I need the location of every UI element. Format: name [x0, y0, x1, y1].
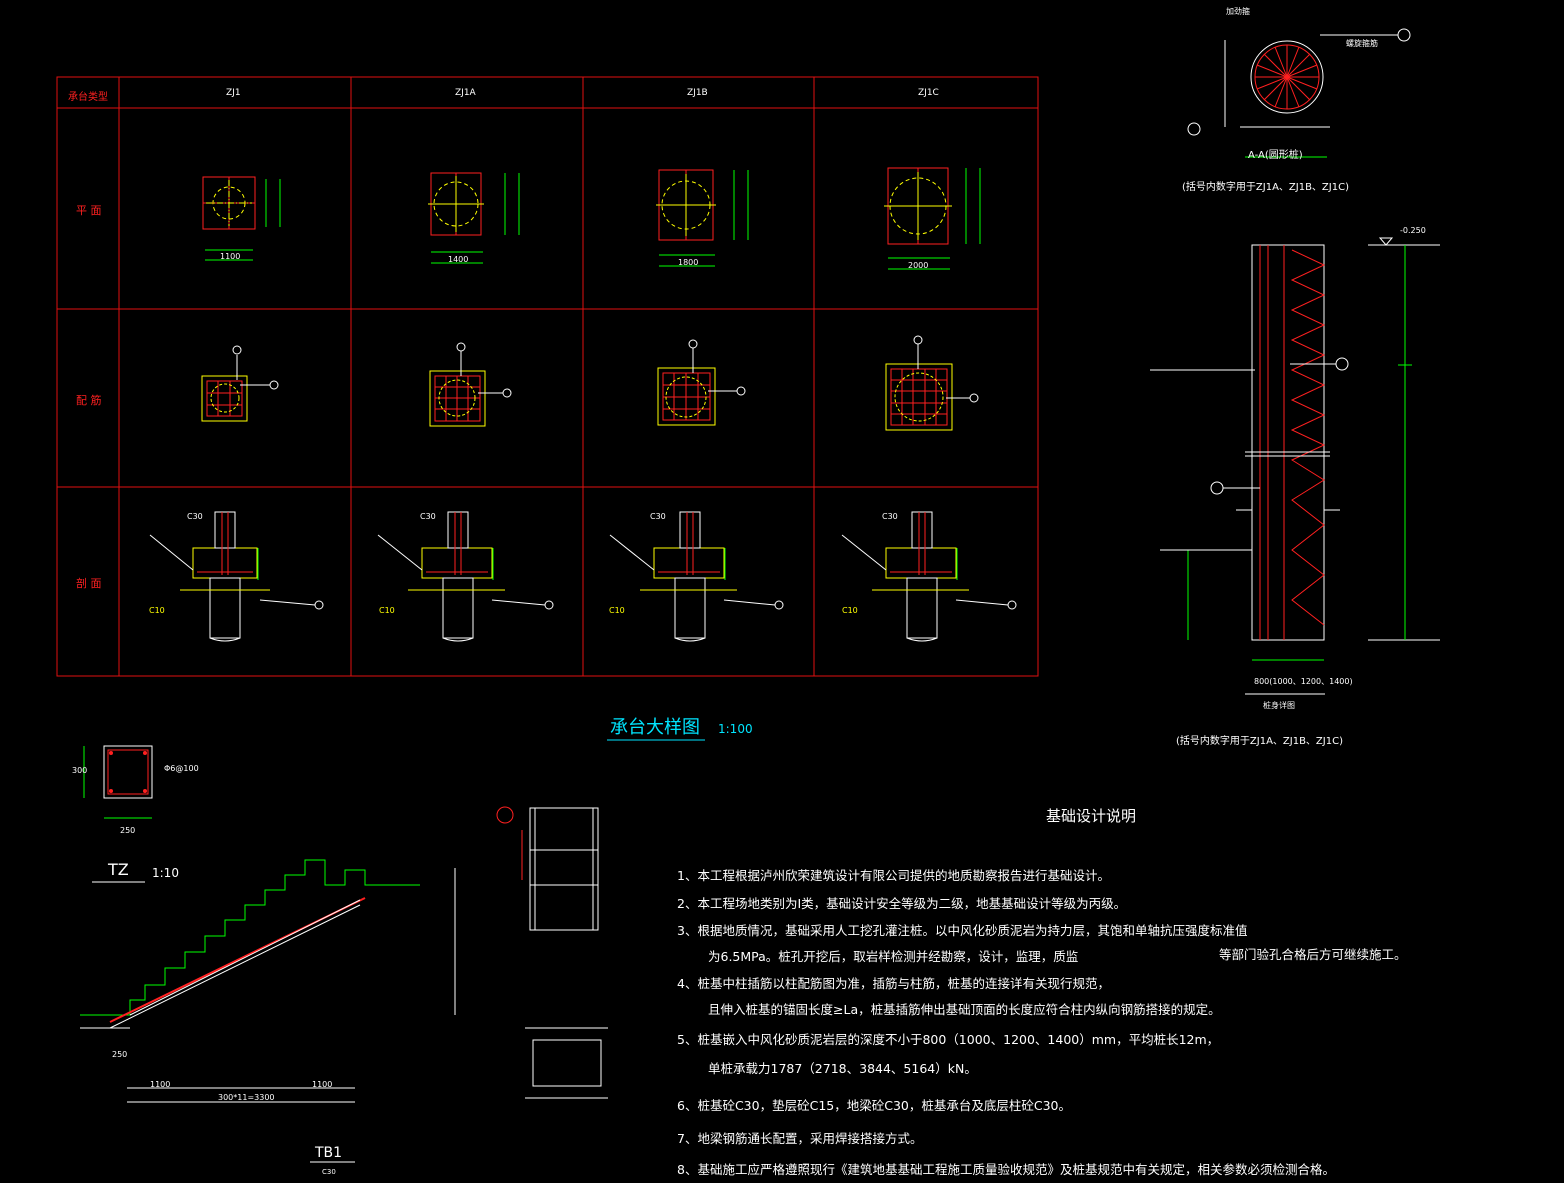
section-concrete-zj1b: C30 [650, 512, 666, 521]
aa-section-drawing [1187, 28, 1411, 158]
pile-top-level: -0.250 [1400, 226, 1426, 235]
column-zj1c: ZJ1C [918, 88, 939, 98]
tz-stirrup: Φ6@100 [164, 764, 199, 773]
note-3: 3、根据地质情况，基础采用人工挖孔灌注桩。以中风化砂质泥岩为持力层，其饱和单轴抗… [677, 923, 1248, 938]
tz-height: 300 [72, 766, 88, 775]
plan-zj1a [428, 172, 520, 264]
section-bottom-zj1b: C10 [609, 606, 625, 615]
note-3-side: 等部门验孔合格后方可继续施工。 [1219, 947, 1407, 962]
aa-label-top: 加劲箍 [1226, 7, 1250, 16]
rebar-row-drawings [201, 335, 979, 431]
tb1-title: TB1 [315, 1145, 343, 1161]
note-4-cont: 且伸入桩基的锚固长度≥La，桩基插筋伸出基础顶面的长度应符合柱内纵向钢筋搭接的规… [708, 1002, 1221, 1017]
tb1-step: 250 [112, 1050, 128, 1059]
column-zj1: ZJ1 [226, 88, 241, 98]
tz-drawing [83, 745, 153, 883]
section-zj1a [377, 511, 554, 642]
detail-drawing-scale: 1:100 [718, 722, 753, 736]
pile-title: 桩身详图 [1263, 701, 1295, 710]
tb1-left: 1100 [150, 1080, 171, 1089]
pile-detail-drawing [1150, 237, 1440, 695]
section-concrete-zj1: C30 [187, 512, 203, 521]
tb1-scale: C30 [322, 1168, 336, 1176]
section-bottom-zj1a: C10 [379, 606, 395, 615]
plan-dim-zj1c: 2000 [908, 261, 929, 270]
detail-table-grid [56, 76, 1039, 677]
aa-section-title: A-A(圆形桩) [1248, 150, 1303, 161]
row-label-rebar: 配 筋 [76, 394, 102, 407]
plan-row-drawings [202, 167, 981, 270]
note-2: 2、本工程场地类别为Ⅰ类，基础设计安全等级为二级，地基基础设计等级为丙级。 [677, 896, 1127, 911]
tb1-span: 300*11=3300 [218, 1093, 275, 1102]
tz-width: 250 [120, 826, 136, 835]
row-label-plan: 平 面 [76, 204, 102, 217]
plan-dim-zj1: 1100 [220, 252, 241, 261]
note-7: 7、地梁钢筋通长配置，采用焊接搭接方式。 [677, 1131, 923, 1146]
tb1-drawing [80, 859, 456, 1163]
plan-dim-zj1b: 1800 [678, 258, 699, 267]
tz-scale: 1:10 [152, 866, 179, 880]
note-3-cont: 为6.5MPa。桩孔开挖后，取岩样检测并经勘察，设计，监理，质监 [708, 949, 1079, 964]
row-label-section: 剖 面 [76, 577, 102, 590]
rebar-zj1 [201, 345, 279, 422]
section-row-drawings [149, 511, 1017, 642]
note-4: 4、桩基中柱插筋以柱配筋图为准，插筋与柱筋，桩基的连接详有关现行规范， [677, 976, 1110, 991]
section-concrete-zj1a: C30 [420, 512, 436, 521]
section-zj1b [609, 511, 784, 642]
tz-title: TZ [108, 860, 129, 879]
rebar-zj1a [429, 342, 512, 427]
table-header-label: 承台类型 [68, 92, 108, 103]
pile-note: (括号内数字用于ZJ1A、ZJ1B、ZJ1C) [1176, 736, 1343, 747]
aa-label-right: 螺旋箍筋 [1346, 39, 1378, 48]
note-5-cont: 单桩承载力1787（2718、3844、5164）kN。 [708, 1061, 977, 1076]
plan-dim-zj1a: 1400 [448, 255, 469, 264]
plan-zj1 [202, 176, 281, 261]
rebar-zj1c [885, 335, 979, 431]
plan-zj1c [884, 167, 981, 270]
section-bottom-zj1c: C10 [842, 606, 858, 615]
section-zj1c [841, 511, 1017, 642]
rebar-zj1b [657, 339, 746, 426]
note-5: 5、桩基嵌入中风化砂质泥岩层的深度不小于800（1000、1200、1400）m… [677, 1032, 1220, 1047]
notes-title: 基础设计说明 [1046, 807, 1137, 825]
section-bottom-zj1: C10 [149, 606, 165, 615]
plan-zj1b [656, 169, 749, 267]
section-concrete-zj1c: C30 [882, 512, 898, 521]
note-6: 6、桩基砼C30，垫层砼C15，地梁砼C30，桩基承台及底层柱砼C30。 [677, 1098, 1071, 1113]
column-zj1b: ZJ1B [687, 88, 708, 98]
note-8: 8、基础施工应严格遵照现行《建筑地基基础工程施工质量验收规范》及桩基规范中有关规… [677, 1162, 1335, 1177]
note-1: 1、本工程根据泸州欣荣建筑设计有限公司提供的地质勘察报告进行基础设计。 [677, 868, 1110, 883]
section-zj1 [149, 511, 324, 642]
detail-drawing-title: 承台大样图 [610, 717, 700, 738]
pile-width: 800(1000、1200、1400) [1254, 677, 1353, 686]
column-zj1a: ZJ1A [455, 88, 476, 98]
aa-section-note: (括号内数字用于ZJ1A、ZJ1B、ZJ1C) [1182, 182, 1349, 193]
tb1-right: 1100 [312, 1080, 333, 1089]
step-detail-drawing [496, 806, 608, 1099]
